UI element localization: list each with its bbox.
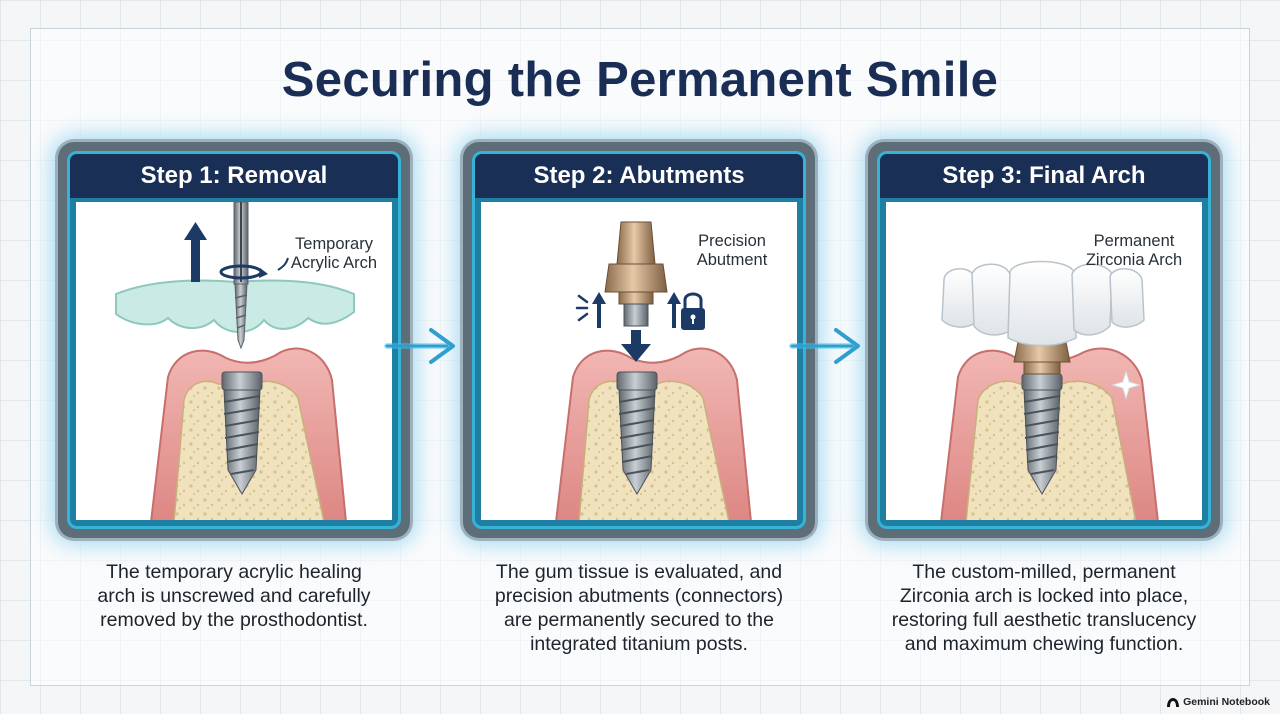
implant-post [1021, 373, 1063, 495]
caption-line: restoring full aesthetic translucency [891, 609, 1197, 631]
caption-line: The temporary acrylic healing [106, 561, 362, 583]
caption-line: The gum tissue is evaluated, and [495, 561, 783, 583]
zirconia-arch [941, 260, 1145, 347]
step-2-frame: Step 2: Abutments [472, 151, 806, 529]
page-title: Securing the Permanent Smile [281, 53, 999, 107]
step-2-illustration: Precision Abutment [481, 202, 797, 520]
step-2-callout-line: Abutment [696, 251, 768, 269]
retaining-screw [233, 202, 249, 350]
callout-pointer [277, 257, 289, 271]
implant-post [221, 371, 263, 495]
caption-line: precision abutments (connectors) [494, 585, 784, 607]
step-2-header: Step 2: Abutments [475, 154, 803, 198]
precision-abutment [604, 221, 668, 327]
step-3-callout: Permanent Zirconia Arch [1074, 232, 1194, 270]
step-1-frame: Step 1: Removal [67, 151, 401, 529]
motion-lines [575, 294, 589, 322]
footer-label: Gemini Notebook [1183, 696, 1270, 708]
footer-brand: Gemini Notebook [1167, 696, 1270, 708]
gemini-icon [1167, 697, 1180, 707]
caption-line: integrated titanium posts. [530, 633, 748, 655]
up-arrow-icon [667, 292, 681, 328]
caption-line: are permanently secured to the [504, 609, 774, 631]
caption-line: removed by the prosthodontist. [100, 609, 368, 631]
step-3-diagram [940, 260, 1159, 520]
step-3-header: Step 3: Final Arch [880, 154, 1208, 198]
step-1-illustration: Temporary Acrylic Arch [76, 202, 392, 520]
caption-line: and maximum chewing function. [904, 633, 1184, 655]
step-3-illustration: Permanent Zirconia Arch [886, 202, 1202, 520]
step-2-panel: Step 2: Abutments [463, 142, 815, 538]
up-arrow-icon [184, 222, 207, 282]
caption-line: arch is unscrewed and carefully [97, 585, 371, 607]
step-2-callout: Precision Abutment [677, 232, 787, 270]
down-arrow-icon [621, 330, 651, 362]
step-1-diagram [115, 202, 355, 520]
step-2-caption: The gum tissue is evaluated, and precisi… [469, 560, 809, 656]
step-1-callout-line: Acrylic Arch [290, 254, 378, 272]
step-3-callout-line: Zirconia Arch [1085, 251, 1183, 269]
caption-line: The custom-milled, permanent [912, 561, 1176, 583]
step-1-caption: The temporary acrylic healing arch is un… [64, 560, 404, 632]
implant-post [616, 371, 658, 495]
right-arrow-icon [384, 328, 455, 364]
step-3-callout-line: Permanent [1093, 232, 1175, 250]
step-1-header: Step 1: Removal [70, 154, 398, 198]
lock-icon [681, 292, 705, 330]
caption-line: Zirconia arch is locked into place, [899, 585, 1189, 607]
step-1-callout: Temporary Acrylic Arch [274, 235, 392, 273]
step-1-callout-line: Temporary [295, 235, 373, 253]
abutment [1013, 341, 1071, 375]
rotate-icon [219, 264, 268, 280]
step-3-frame: Step 3: Final Arch [877, 151, 1211, 529]
step-3-caption: The custom-milled, permanent Zirconia ar… [874, 560, 1214, 656]
step-2-diagram [555, 221, 752, 520]
right-arrow-icon [789, 328, 860, 364]
sparkle-icon [1111, 370, 1141, 400]
step-2-callout-line: Precision [698, 232, 766, 250]
step-3-panel: Step 3: Final Arch [868, 142, 1220, 538]
step-1-panel: Step 1: Removal [58, 142, 410, 538]
up-arrow-icon [592, 292, 606, 328]
